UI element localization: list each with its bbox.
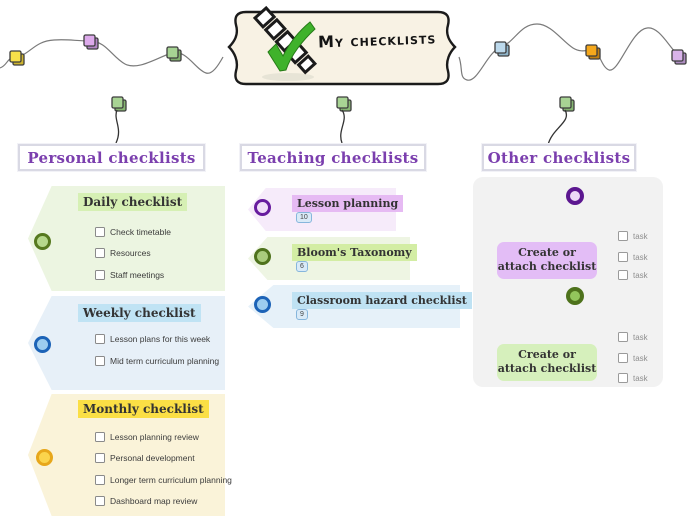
create-or-attach-checklist-purple[interactable]: Create or attach checklist	[497, 242, 597, 279]
checkbox-icon[interactable]	[618, 332, 628, 342]
lesson-planning-count-badge[interactable]: 10	[296, 212, 312, 223]
blooms-taxonomy-title[interactable]: Bloom's Taxonomy	[292, 244, 417, 261]
section-header-other[interactable]: Other checklists	[482, 144, 636, 171]
checkbox-icon[interactable]	[618, 373, 628, 383]
checkbox-icon[interactable]	[618, 252, 628, 262]
daily-checklist-title[interactable]: Daily checklist	[78, 193, 188, 211]
checkbox-icon[interactable]	[618, 353, 628, 363]
connector-square-orange[interactable]	[585, 44, 601, 60]
checklist-item[interactable]: Lesson plans for this week	[95, 334, 210, 344]
other-purple-bullet[interactable]	[566, 187, 584, 205]
classroom-hazard-count-badge[interactable]: 9	[296, 309, 308, 320]
checklist-item-label: Personal development	[110, 453, 195, 463]
blooms-taxonomy-bullet[interactable]	[254, 248, 271, 265]
checklist-item[interactable]: Longer term curriculum planning	[95, 475, 232, 485]
section-header-other-label: Other checklists	[487, 148, 631, 167]
checkbox-icon[interactable]	[95, 248, 105, 258]
connector-square-purple-left[interactable]	[83, 34, 99, 50]
task-item[interactable]: task	[618, 231, 648, 241]
section-header-personal-label: Personal checklists	[27, 148, 196, 167]
checklist-item[interactable]: Staff meetings	[95, 270, 164, 280]
checkbox-icon[interactable]	[95, 475, 105, 485]
checklist-item[interactable]: Check timetable	[95, 227, 171, 237]
other-green-bullet[interactable]	[566, 287, 584, 305]
checklist-item[interactable]: Mid term curriculum planning	[95, 356, 219, 366]
checklist-item-label: Dashboard map review	[110, 496, 198, 506]
section-connector-square-other[interactable]	[559, 96, 575, 112]
section-connector-square-personal[interactable]	[111, 96, 127, 112]
checklist-item[interactable]: Dashboard map review	[95, 496, 197, 506]
task-label: task	[633, 373, 648, 383]
daily-bullet[interactable]	[34, 233, 51, 250]
section-header-personal[interactable]: Personal checklists	[18, 144, 205, 171]
weekly-bullet[interactable]	[34, 336, 51, 353]
checkbox-icon[interactable]	[618, 231, 628, 241]
task-label: task	[633, 231, 648, 241]
classroom-hazard-title[interactable]: Classroom hazard checklist	[292, 292, 472, 309]
weekly-checklist-title[interactable]: Weekly checklist	[78, 304, 201, 322]
checkbox-icon[interactable]	[618, 270, 628, 280]
checkbox-icon[interactable]	[95, 453, 105, 463]
task-label: task	[633, 270, 648, 280]
monthly-bullet[interactable]	[36, 449, 53, 466]
section-header-teaching[interactable]: Teaching checklists	[240, 144, 426, 171]
section-drop-curves	[115, 109, 568, 146]
section-connector-square-teaching[interactable]	[336, 96, 352, 112]
checklist-item-label: Lesson plans for this week	[110, 334, 211, 344]
monthly-checklist-title[interactable]: Monthly checklist	[78, 400, 209, 418]
task-item[interactable]: task	[618, 332, 648, 342]
task-item[interactable]: task	[618, 353, 648, 363]
checklist-item-label: Mid term curriculum planning	[110, 356, 220, 366]
checklist-item[interactable]: Resources	[95, 248, 151, 258]
checkbox-icon[interactable]	[95, 356, 105, 366]
connector-square-purple-right[interactable]	[671, 49, 687, 65]
section-header-teaching-label: Teaching checklists	[247, 148, 419, 167]
lesson-planning-title[interactable]: Lesson planning	[292, 195, 404, 212]
create-or-attach-checklist-green[interactable]: Create or attach checklist	[497, 344, 597, 381]
task-label: task	[633, 353, 648, 363]
checklist-item-label: Longer term curriculum planning	[110, 475, 232, 485]
checklist-item-label: Check timetable	[110, 227, 171, 237]
connector-square-yellow[interactable]	[9, 50, 25, 66]
checklist-item-label: Lesson planning review	[110, 432, 199, 442]
connector-square-blue[interactable]	[494, 41, 510, 57]
checklist-item[interactable]: Lesson planning review	[95, 432, 199, 442]
classroom-hazard-bullet[interactable]	[254, 296, 271, 313]
task-label: task	[633, 252, 648, 262]
blooms-taxonomy-count-badge[interactable]: 6	[296, 261, 308, 272]
task-item[interactable]: task	[618, 252, 648, 262]
checklist-item[interactable]: Personal development	[95, 453, 195, 463]
checkbox-icon[interactable]	[95, 334, 105, 344]
connector-square-green-left[interactable]	[166, 46, 182, 62]
checklist-item-label: Staff meetings	[110, 270, 165, 280]
checklist-item-label: Resources	[110, 248, 151, 258]
task-label: task	[633, 332, 648, 342]
checkbox-icon[interactable]	[95, 496, 105, 506]
task-item[interactable]: task	[618, 373, 648, 383]
checkbox-icon[interactable]	[95, 227, 105, 237]
checkbox-icon[interactable]	[95, 270, 105, 280]
task-item[interactable]: task	[618, 270, 648, 280]
checkbox-icon[interactable]	[95, 432, 105, 442]
lesson-planning-bullet[interactable]	[254, 199, 271, 216]
